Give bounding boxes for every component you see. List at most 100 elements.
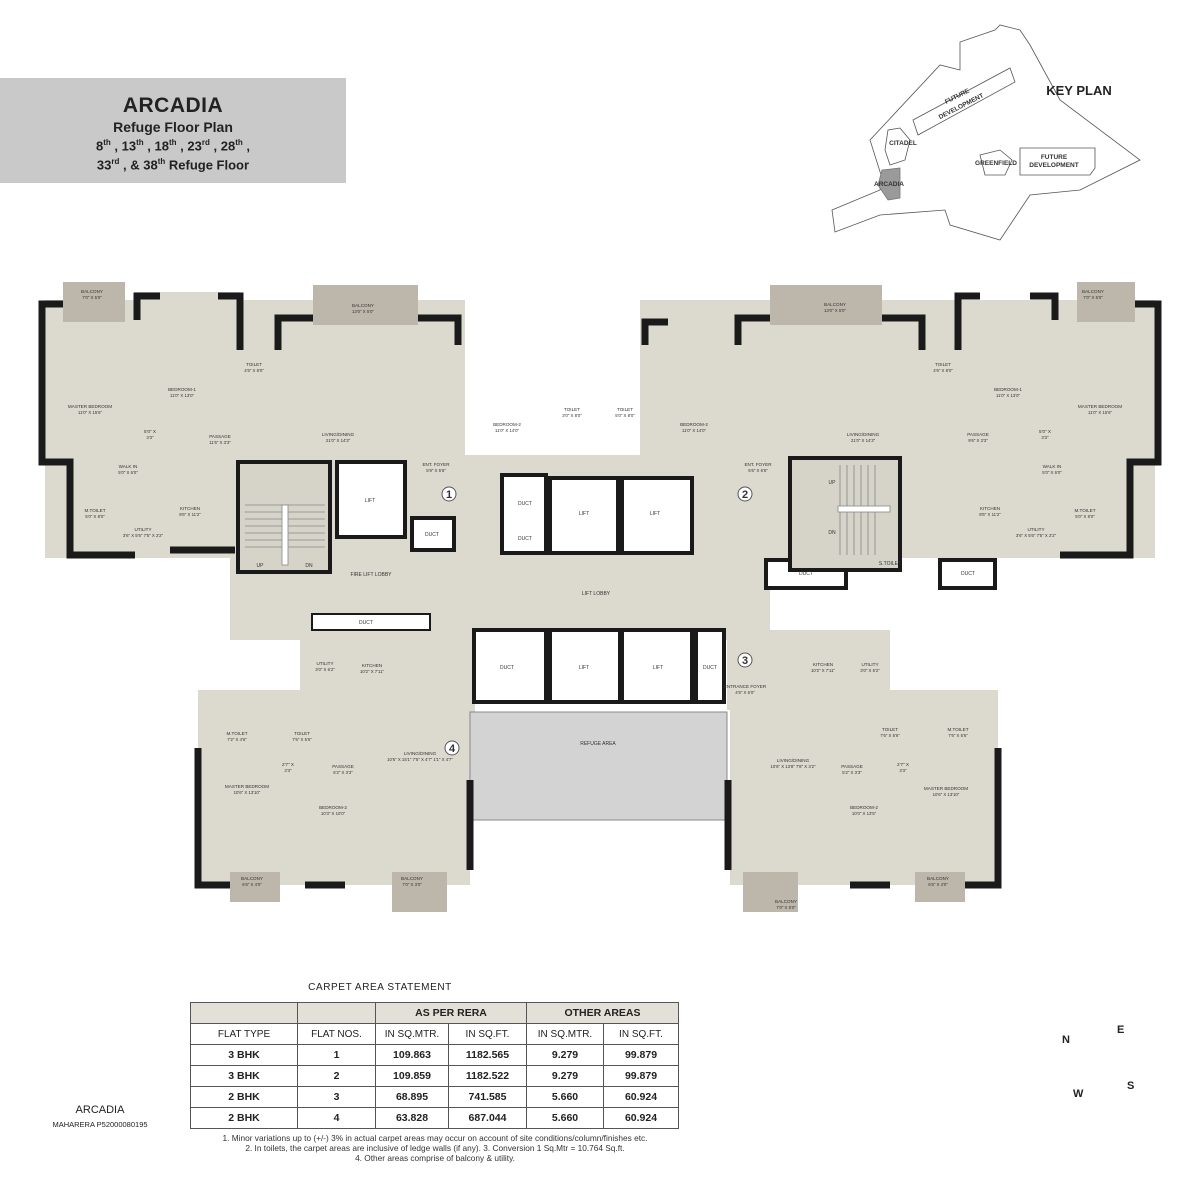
room-dimension: 5'9" X 5'6" xyxy=(426,468,446,473)
room-name: UTILITY xyxy=(134,527,151,532)
table-cell: 9.279 xyxy=(526,1044,604,1066)
table-cell: 2 BHK xyxy=(190,1107,298,1129)
rera-number: MAHARERA P52000080195 xyxy=(52,1120,148,1129)
flat-number-circle xyxy=(737,652,753,668)
room-dimension: 11'6" X 3'3" xyxy=(209,440,231,445)
compass-w: W xyxy=(1073,1088,1084,1100)
group-header: OTHER AREAS xyxy=(526,1002,679,1024)
room-name: UTILITY xyxy=(316,661,333,666)
project-title: ARCADIA xyxy=(122,94,224,117)
room-dimension: 10'0" X 13'5" xyxy=(852,811,877,816)
room-dimension: 8'6" X 11'2" xyxy=(179,512,201,517)
core-label: LIFT xyxy=(650,511,660,517)
compass-n: N xyxy=(1062,1034,1070,1046)
room-name: LIVING/DINING xyxy=(404,751,437,756)
table-cell: 4 xyxy=(297,1107,376,1129)
room-name: WALK IN xyxy=(119,464,138,469)
room-dimension: 3'6" X 5'6" 7'5" X 2'2" xyxy=(123,533,164,538)
room-name: 2'7" X xyxy=(897,762,909,767)
core-label: UP xyxy=(257,563,265,569)
column-header: FLAT TYPE xyxy=(190,1023,298,1045)
room-name: TOILET xyxy=(294,731,310,736)
core-label: LIFT LOBBY xyxy=(582,591,611,597)
core-label: LIFT xyxy=(579,511,589,517)
room-dimension: 6'2" X 3'3" xyxy=(333,770,353,775)
room-name: KITCHEN xyxy=(813,662,833,667)
room-dimension: 5'0" X 8'0" xyxy=(615,413,635,418)
key-label: DEVELOPMENT xyxy=(1029,162,1079,169)
room-dimension: 4'6" X 8'0" xyxy=(244,368,264,373)
room-name: M.TOILET xyxy=(947,727,968,732)
core-label: DUCT xyxy=(961,571,975,577)
table-cell: 68.895 xyxy=(375,1086,449,1108)
room-name: PASSAGE xyxy=(967,432,989,437)
room-name: M.TOILET xyxy=(84,508,105,513)
room-dimension: 3'0" X 6'2" xyxy=(860,668,880,673)
floor-plan-drawing: FUTURE DEVELOPMENT CITADEL ARCADIA GREEN… xyxy=(38,24,1162,912)
column-header: IN SQ.MTR. xyxy=(526,1023,604,1045)
column-header: IN SQ.FT. xyxy=(603,1023,679,1045)
core-label: REFUGE AREA xyxy=(580,741,616,747)
room-dimension: 10'2" X 7'11" xyxy=(360,669,384,674)
table-cell: 5.660 xyxy=(526,1086,604,1108)
room-name: BEDROOM-2 xyxy=(680,422,708,427)
room-name: MASTER BEDROOM xyxy=(68,404,112,409)
room-name: KITCHEN xyxy=(362,663,382,668)
room-name: ENT. FOYER xyxy=(744,462,772,467)
room-name: KITCHEN xyxy=(180,506,200,511)
core-label: DN xyxy=(828,530,836,536)
room-name: UTILITY xyxy=(861,662,878,667)
table-cell: 99.879 xyxy=(603,1044,679,1066)
room-dimension: 9'6" X 3'3" xyxy=(968,438,988,443)
room-dimension: 21'0" X 14'3" xyxy=(851,438,876,443)
room-name: LIVING/DINING xyxy=(847,432,880,437)
arcadia-highlight xyxy=(877,167,901,201)
room-dimension: 13'0" X 5'0" xyxy=(824,308,846,313)
core-label: DUCT xyxy=(425,532,439,538)
room-dimension: 3'0" X 6'2" xyxy=(315,667,335,672)
key-label: GREENFIELD xyxy=(975,160,1017,167)
table-cell: 5.660 xyxy=(526,1107,604,1129)
room-name: PASSAGE xyxy=(841,764,863,769)
room-name: TOILET xyxy=(617,407,633,412)
room-dimension: 11'0" X 14'0" xyxy=(495,428,519,433)
core-label: UP xyxy=(829,480,837,486)
room-dimension: 10'2" X 7'11" xyxy=(811,668,835,673)
core-label: S.TOILET xyxy=(879,561,901,567)
room-name: 5'0" X xyxy=(1039,429,1051,434)
lifts-and-ducts xyxy=(311,460,997,704)
room-name: MASTER BEDROOM xyxy=(924,786,968,791)
flat-number-circle xyxy=(444,740,460,756)
group-header: AS PER RERA xyxy=(375,1002,527,1024)
room-dimension: 3'3" xyxy=(1041,435,1049,440)
table-cell: 60.924 xyxy=(603,1086,679,1108)
room-dimension: 11'0" X 15'6" xyxy=(1088,410,1112,415)
room-dimension: 7'2" X 4'6" xyxy=(227,737,247,742)
room-name: LIVING/DINING xyxy=(322,432,355,437)
flat-number-markers xyxy=(441,486,753,756)
room-name: 2'7" X xyxy=(282,762,294,767)
room-dimension: 5'2" X 3'3" xyxy=(842,770,862,775)
table-cell: 3 xyxy=(297,1086,376,1108)
room-dimension: 11'0" X 13'0" xyxy=(996,393,1020,398)
room-name: MASTER BEDROOM xyxy=(225,784,269,789)
room-name: BALCONY xyxy=(81,289,103,294)
core-label: DN xyxy=(305,563,313,569)
room-name: PASSAGE xyxy=(209,434,231,439)
key-label: CITADEL xyxy=(889,140,917,147)
flat-number-circle xyxy=(737,486,753,502)
room-name: TOILET xyxy=(564,407,580,412)
room-name: LIVING/DINING xyxy=(777,758,810,763)
room-name: MASTER BEDROOM xyxy=(1078,404,1122,409)
table-cell: 109.859 xyxy=(375,1065,449,1087)
room-dimension: 6'6" X 4'0" xyxy=(242,882,262,887)
room-name: TOILET xyxy=(882,727,898,732)
room-dimension: 10'6" X 15'1" 7'5" X 4'7" 1'1" X 4'7" xyxy=(387,757,453,762)
flat-number: 3 xyxy=(742,655,748,667)
balconies xyxy=(63,282,1135,912)
room-dimension: 11'0" X 14'0" xyxy=(682,428,706,433)
core-label: LIFT xyxy=(365,498,375,504)
table-cell: 1182.565 xyxy=(448,1044,527,1066)
room-dimension: 3'3" xyxy=(284,768,292,773)
